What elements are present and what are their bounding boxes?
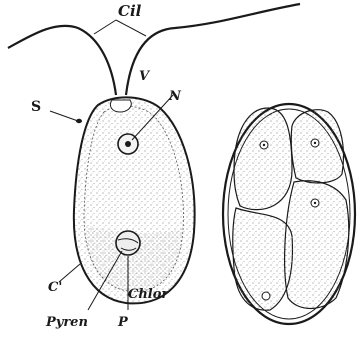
label-nucleus: N	[168, 89, 182, 104]
cilia	[8, 4, 300, 95]
label-chloroplast: Chlor	[128, 287, 169, 302]
dividing-cell	[223, 104, 355, 324]
label-cell-wall: C'	[48, 280, 62, 295]
label-vacuole: V	[139, 69, 151, 84]
label-cilia: Cil	[118, 2, 142, 20]
label-stigma: S	[31, 99, 41, 115]
label-plasma: P	[117, 315, 129, 330]
left-cell	[74, 97, 195, 303]
label-pyrenoid: Pyren	[45, 315, 88, 330]
